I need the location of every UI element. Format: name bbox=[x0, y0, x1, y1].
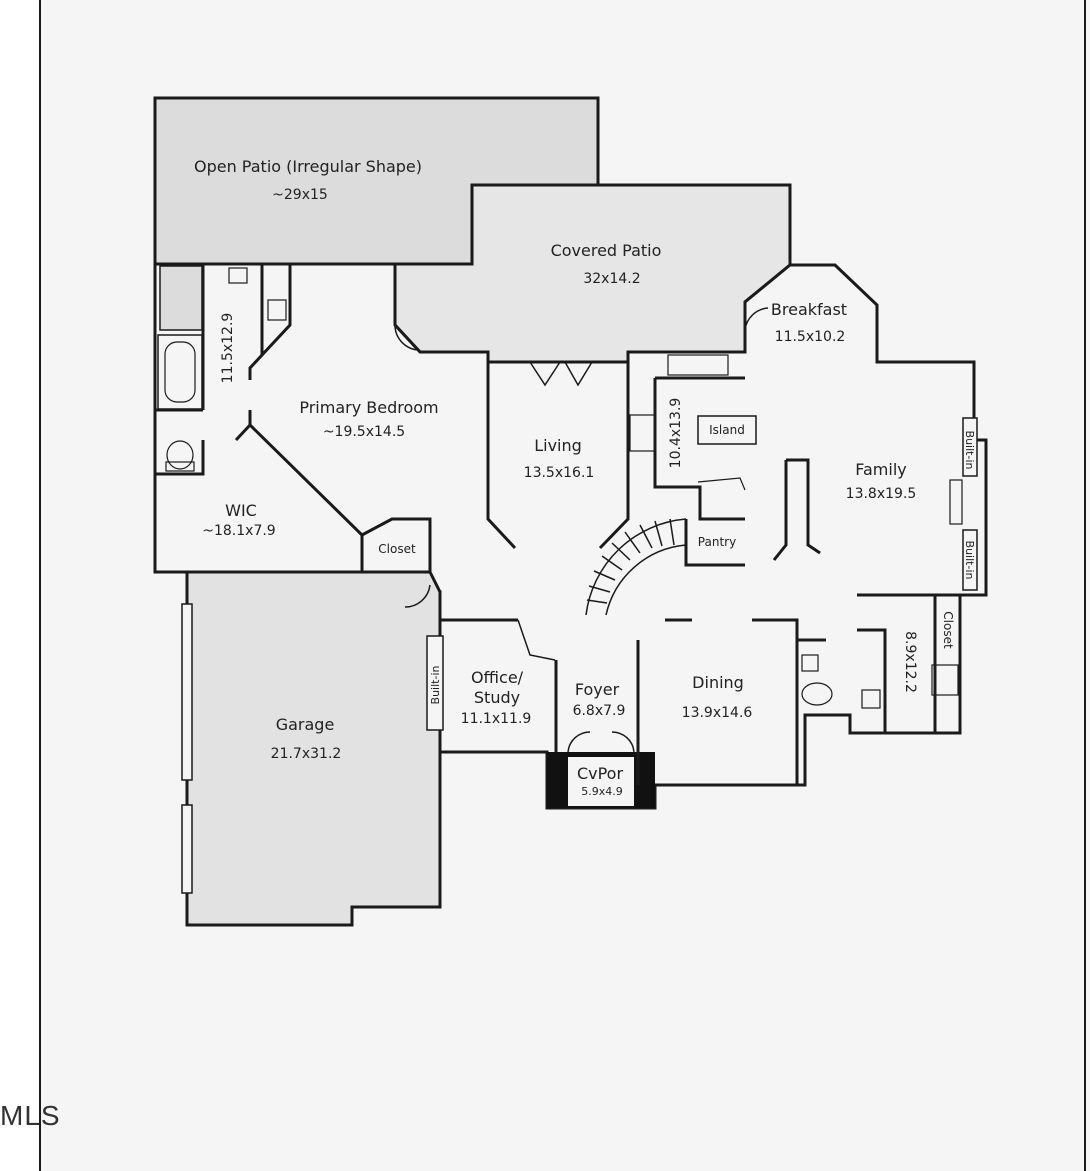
bathroom-fixtures bbox=[157, 265, 959, 709]
foyer-label: Foyer bbox=[575, 680, 620, 699]
covered-patio-label: Covered Patio bbox=[551, 241, 662, 260]
dining-dim: 13.9x14.6 bbox=[682, 705, 753, 721]
builtin-family-top-label: Built-in bbox=[963, 431, 976, 470]
pantry-label: Pantry bbox=[698, 535, 736, 549]
builtin-office-label: Built-in bbox=[429, 666, 442, 705]
living-label: Living bbox=[534, 436, 582, 455]
garage-area bbox=[185, 570, 442, 927]
island-box bbox=[697, 415, 757, 445]
office-label-line1: Office/ bbox=[471, 668, 524, 687]
toilet-icon bbox=[801, 682, 833, 706]
builtins bbox=[426, 417, 978, 731]
toilet-icon bbox=[166, 440, 194, 470]
sink-icon bbox=[801, 654, 819, 672]
cooktop-icon bbox=[629, 414, 656, 452]
dining-label: Dining bbox=[692, 673, 744, 692]
interior-walls bbox=[153, 264, 974, 785]
sink-icon bbox=[861, 689, 881, 709]
closet-label: Closet bbox=[378, 542, 416, 556]
mls-watermark: MLS bbox=[0, 1100, 61, 1131]
kitchen-sink-icon bbox=[667, 354, 729, 376]
laundry-closet-label: Closet bbox=[941, 611, 955, 649]
office-label-line2: Study bbox=[474, 688, 520, 707]
island-label: Island bbox=[709, 423, 745, 437]
garage-door-1 bbox=[181, 603, 193, 781]
primary-bedroom-dim: ~19.5x14.5 bbox=[323, 424, 405, 440]
garage-dim: 21.7x31.2 bbox=[271, 746, 342, 762]
primary-bedroom-label: Primary Bedroom bbox=[299, 398, 438, 417]
open-patio-dim: ~29x15 bbox=[272, 187, 328, 203]
office-dim: 11.1x11.9 bbox=[461, 711, 532, 727]
primary-bath-dim: 11.5x12.9 bbox=[220, 313, 236, 384]
kitchen-dim: 10.4x13.9 bbox=[668, 398, 684, 469]
living-dim: 13.5x16.1 bbox=[524, 465, 595, 481]
cvpor-dim: 5.9x4.9 bbox=[581, 785, 623, 798]
cvpor-area bbox=[568, 757, 634, 806]
family-dim: 13.8x19.5 bbox=[846, 486, 917, 502]
wic-dim: ~18.1x7.9 bbox=[202, 523, 275, 539]
staircase bbox=[585, 518, 687, 616]
door-swings bbox=[394, 307, 769, 753]
house-outline bbox=[153, 262, 988, 810]
covered-patio-dim: 32x14.2 bbox=[583, 271, 640, 287]
laundry-dim: 8.9x12.2 bbox=[902, 631, 918, 693]
builtin-family-bottom-label: Built-in bbox=[963, 541, 976, 580]
open-patio-label: Open Patio (Irregular Shape) bbox=[194, 157, 422, 176]
foyer-dim: 6.8x7.9 bbox=[573, 703, 626, 719]
cvpor-label: CvPor bbox=[577, 764, 624, 783]
sink-icon bbox=[228, 267, 248, 284]
family-label: Family bbox=[855, 460, 906, 479]
garage-label: Garage bbox=[276, 715, 335, 734]
shower-icon bbox=[159, 265, 203, 331]
breakfast-dim: 11.5x10.2 bbox=[775, 329, 846, 345]
fireplace-icon bbox=[949, 479, 963, 525]
kitchen-fixtures bbox=[629, 354, 757, 491]
wic-label: WIC bbox=[225, 501, 257, 520]
sink-icon bbox=[267, 299, 287, 321]
appliance-icon bbox=[931, 664, 959, 696]
breakfast-label: Breakfast bbox=[771, 300, 847, 319]
garage-door-2 bbox=[181, 804, 193, 894]
